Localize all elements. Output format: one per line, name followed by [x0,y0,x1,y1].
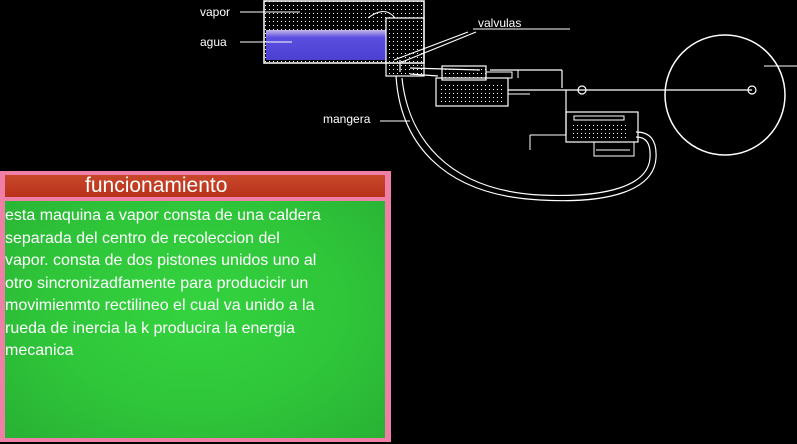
panel-description: esta maquina a vapor consta de una calde… [5,207,321,359]
hose [395,75,657,202]
flywheel [664,34,797,156]
label-vapor: vapor [200,5,230,19]
steam-column [385,17,425,77]
leader-lines [240,11,570,122]
piston-2 [565,111,639,157]
panel-body: esta maquina a vapor consta de una calde… [5,201,385,438]
piston-1 [435,77,752,150]
label-manguera: mangera [323,112,371,126]
rod-joint [577,85,587,95]
panel-title: funcionamiento [85,174,228,197]
label-agua: agua [200,35,227,49]
steam-arc [367,11,396,19]
panel-header: funcionamiento [5,175,385,197]
flywheel-hub [747,85,757,95]
water-level [266,30,386,60]
info-panel: funcionamiento esta maquina a vapor cons… [0,171,391,442]
label-valvulas: valvulas [478,16,521,30]
boiler [263,0,425,77]
